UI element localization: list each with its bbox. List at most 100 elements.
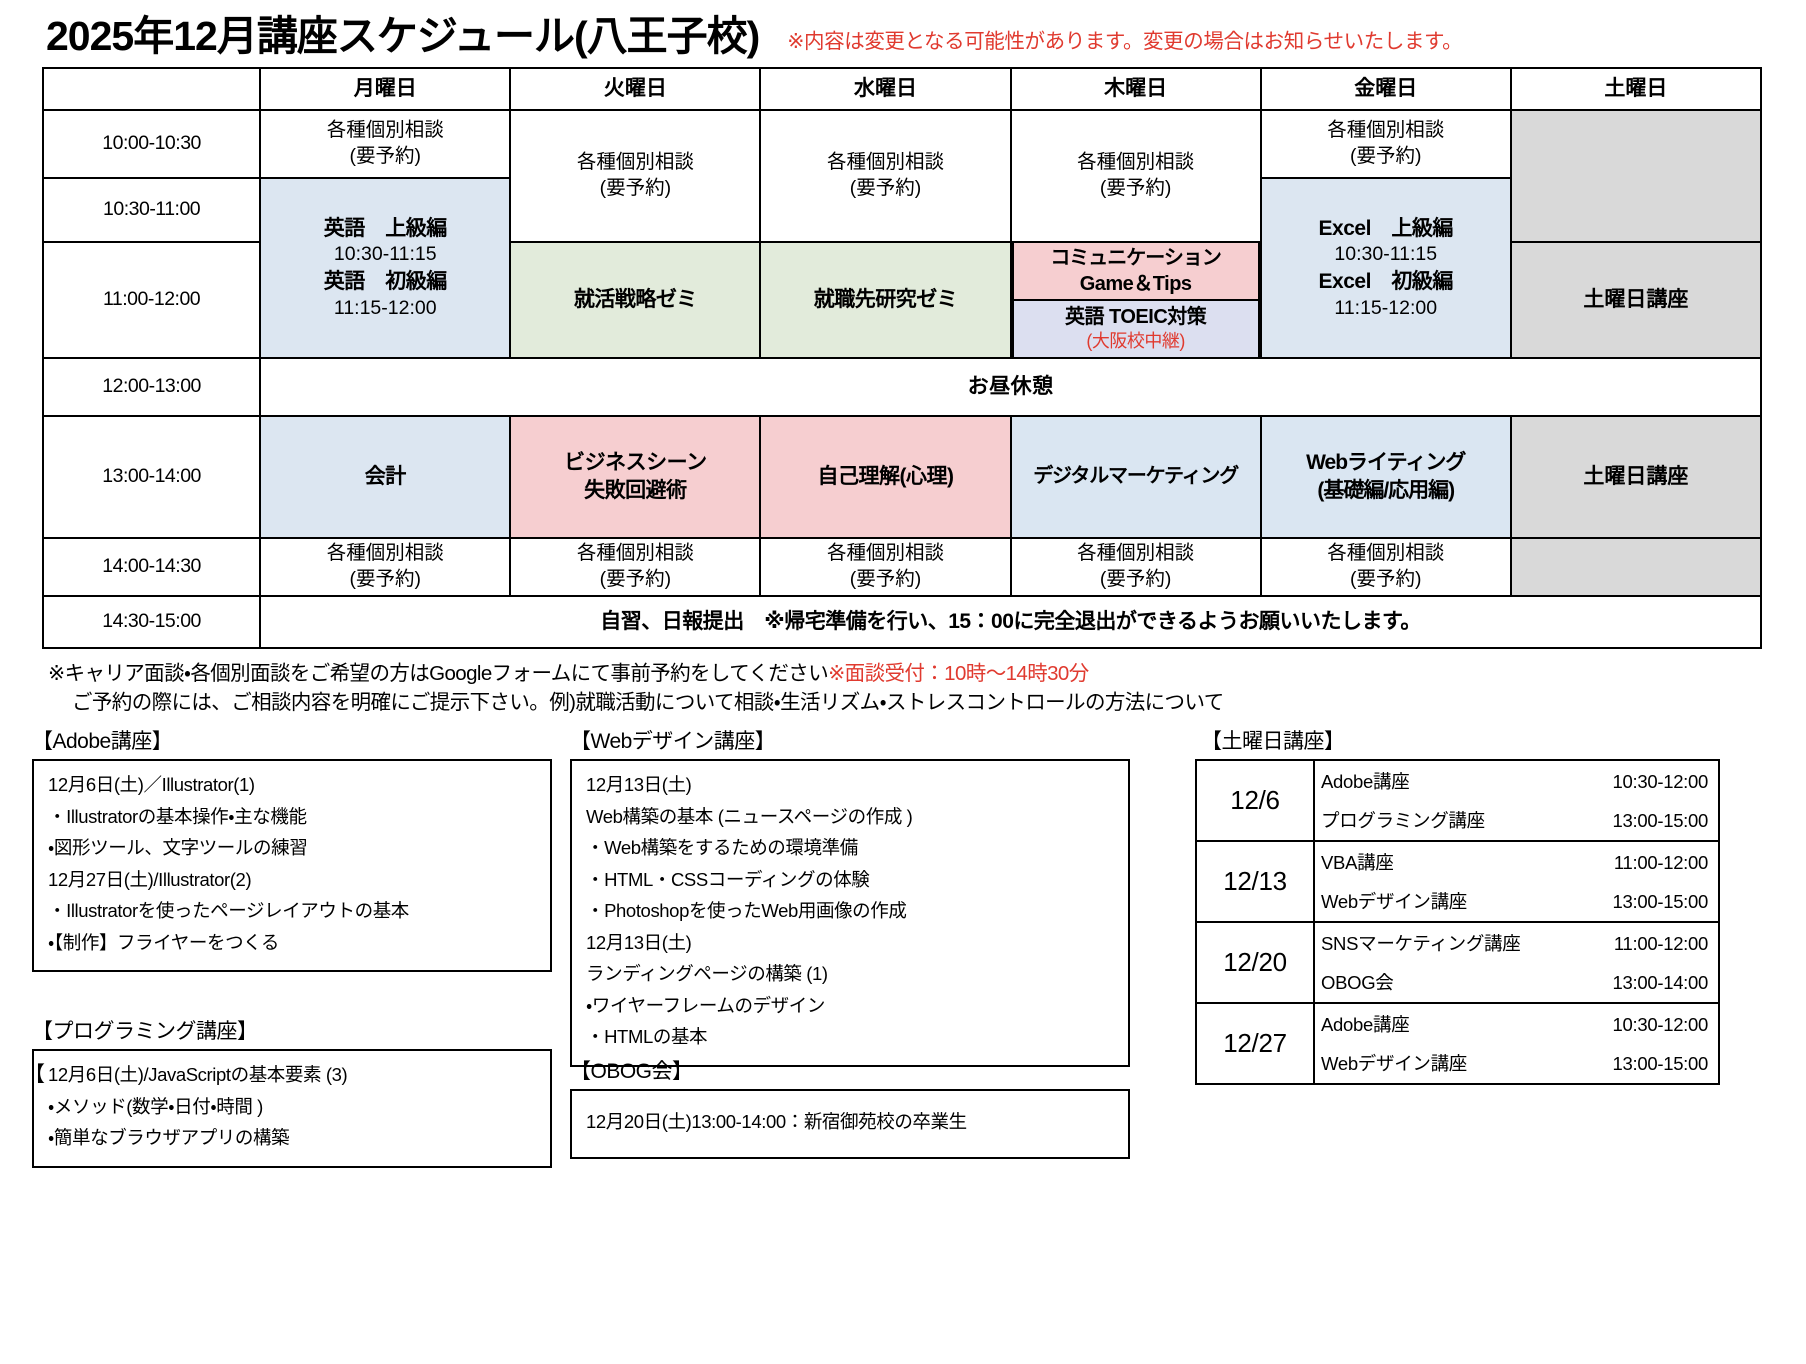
course-toeic-block: 英語 TOEIC対策 (大阪校中継) — [1011, 301, 1260, 358]
course-name: Adobe講座 — [1321, 771, 1410, 793]
course-kaikei: 会計 — [364, 465, 407, 489]
cell-tue-1400: 各種個別相談 (要予約) — [509, 537, 762, 598]
list-item: 12月6日(土)／Illustrator(1) — [48, 774, 255, 796]
page-header: 2025年12月講座スケジュール(八王子校) ※内容は変更となる可能性があります… — [0, 0, 1806, 67]
course-time: 10:30-12:00 — [1612, 771, 1709, 793]
saturday-date: 12/6 — [1195, 759, 1315, 843]
list-item: ・HTML・CSSコーディングの体験 — [586, 868, 870, 890]
course-time: 11:00-12:00 — [1613, 852, 1708, 874]
saturday-course-entry: Adobe講座 10:30-12:00 — [1321, 1011, 1712, 1037]
consult-line-1: 各種個別相談 — [326, 542, 444, 565]
saturday-courses: Adobe講座 10:30-12:00 プログラミング講座 13:00-15:0… — [1313, 759, 1720, 843]
closing-label: 自習、日報提出 ※帰宅準備を行い、15：00に完全退出ができるようお願いいたしま… — [600, 610, 1421, 634]
course-detail-panels: 【Adobe講座】 12月6日(土)／Illustrator(1) ・Illus… — [0, 725, 1806, 1245]
cell-lunch-break: お昼休憩 — [259, 357, 1762, 418]
panel-programming-label: 【プログラミング講座】 — [32, 1020, 258, 1044]
course-digital-marketing: デジタルマーケティング — [1033, 465, 1239, 488]
panel-adobe: 【Adobe講座】 12月6日(土)／Illustrator(1) ・Illus… — [32, 725, 552, 973]
footnote-line-2: ご予約の際には、ご相談内容を明確にご提示下さい。例)就職活動について相談・生活リ… — [72, 691, 1224, 715]
panel-programming-box: 12月6日(土)/JavaScriptの基本要素 (3) ・メソッド(数学・日付… — [32, 1049, 552, 1168]
panel-webdesign: 【Webデザイン講座】 12月13日(土) Web構築の基本 (ニュースページの… — [570, 725, 1130, 1067]
course-toeic-title: 英語 TOEIC対策 — [1064, 306, 1207, 329]
cell-wed-1100: 就職先研究ゼミ — [759, 241, 1012, 360]
day-header-fri: 金曜日 — [1259, 67, 1512, 112]
consult-line-1: 各種個別相談 — [576, 542, 694, 565]
time-label-1300: 13:00-14:00 — [41, 415, 262, 540]
course-communication-line2: Game＆Tips — [1079, 273, 1192, 296]
cell-sat-1400 — [1509, 537, 1763, 598]
course-time: 13:00-15:00 — [1612, 891, 1709, 913]
time-label-1000: 10:00-10:30 — [41, 109, 262, 180]
course-english-advanced-time: 10:30-11:15 — [333, 243, 437, 266]
course-time: 13:00-14:00 — [1612, 972, 1709, 994]
course-communication-block: コミュニケーション Game＆Tips — [1011, 243, 1260, 302]
cell-fri-1000: 各種個別相談 (要予約) — [1259, 109, 1512, 180]
course-time: 13:00-15:00 — [1612, 1053, 1709, 1075]
cell-mon-1300: 会計 — [259, 415, 512, 540]
list-item: ・簡単なブラウザアプリの構築 — [48, 1127, 290, 1149]
consult-line-1: 各種個別相談 — [1077, 151, 1195, 174]
consult-line-1: 各種個別相談 — [826, 151, 944, 174]
list-item: ・HTMLの基本 — [586, 1026, 708, 1048]
cell-fri-1300: Webライティング (基礎編/応用編) — [1259, 415, 1512, 540]
course-business-scene-line2: 失敗回避術 — [584, 479, 687, 503]
panel-obog-label: 【OBOG会】 — [570, 1060, 693, 1084]
saturday-course-entry: SNSマーケティング講座 11:00-12:00 — [1321, 930, 1712, 956]
course-name: Webデザイン講座 — [1321, 891, 1468, 913]
list-item: 12月6日(土)/JavaScriptの基本要素 (3) — [48, 1064, 348, 1086]
consult-line-1: 各種個別相談 — [576, 151, 694, 174]
consult-line-2: (要予約) — [1099, 568, 1172, 591]
saturday-course-entry: Webデザイン講座 13:00-15:00 — [1321, 888, 1712, 914]
schedule-row-1430: 14:30-15:00 自習、日報提出 ※帰宅準備を行い、15：00に完全退出が… — [41, 595, 1762, 650]
course-saturday-morning: 土曜日講座 — [1583, 288, 1689, 312]
panel-programming: 【プログラミング講座】 12月6日(土)/JavaScriptの基本要素 (3)… — [32, 1015, 552, 1168]
table-row: 12/27 Adobe講座 10:30-12:00 Webデザイン講座 13:0… — [1195, 1002, 1720, 1086]
course-excel-advanced-time: 10:30-11:15 — [1334, 243, 1438, 266]
table-row: 12/20 SNSマーケティング講座 11:00-12:00 OBOG会 13:… — [1195, 921, 1720, 1005]
stray-bracket-glyph: 【 — [24, 1063, 45, 1087]
consult-line-2: (要予約) — [1099, 177, 1172, 200]
panel-saturday: 【土曜日講座】 12/6 Adobe講座 10:30-12:00 プログラミング… — [1195, 725, 1755, 1086]
cell-wed-1300: 自己理解(心理) — [759, 415, 1012, 540]
panel-saturday-label: 【土曜日講座】 — [1201, 730, 1345, 754]
course-name: VBA講座 — [1321, 852, 1394, 874]
time-label-1200: 12:00-13:00 — [41, 357, 262, 418]
list-item: ・Photoshopを使ったWeb用画像の作成 — [586, 900, 907, 922]
course-shukatsu-senryaku-zemi: 就活戦略ゼミ — [573, 288, 698, 312]
cell-mon-1400: 各種個別相談 (要予約) — [259, 537, 512, 598]
consult-line-2: (要予約) — [849, 177, 922, 200]
consult-line-2: (要予約) — [349, 568, 422, 591]
cell-tue-1300: ビジネスシーン 失敗回避術 — [509, 415, 762, 540]
saturday-courses: VBA講座 11:00-12:00 Webデザイン講座 13:00-15:00 — [1313, 840, 1720, 924]
header-change-notice: ※内容は変更となる可能性があります。変更の場合はお知らせいたします。 — [787, 30, 1463, 54]
day-header-mon: 月曜日 — [259, 67, 512, 112]
cell-thu-1100-split: コミュニケーション Game＆Tips 英語 TOEIC対策 (大阪校中継) — [1011, 242, 1261, 358]
consult-line-2: (要予約) — [849, 568, 922, 591]
saturday-date: 12/13 — [1195, 840, 1315, 924]
course-excel-advanced: Excel 上級編 — [1318, 216, 1454, 240]
schedule-table-wrap: 月曜日 火曜日 水曜日 木曜日 金曜日 土曜日 10:00-10:30 各種個別… — [0, 67, 1806, 650]
consult-line-2: (要予約) — [1350, 145, 1422, 168]
day-header-thu: 木曜日 — [1009, 67, 1262, 112]
saturday-date: 12/27 — [1195, 1002, 1315, 1086]
time-label-1400: 14:00-14:30 — [41, 537, 262, 598]
schedule-row-1400: 14:00-14:30 各種個別相談 (要予約) 各種個別相談 (要予約) 各種… — [41, 537, 1763, 598]
course-english-beginner-time: 11:15-12:00 — [333, 296, 437, 319]
time-label-1430: 14:30-15:00 — [41, 595, 262, 650]
course-name: Webデザイン講座 — [1321, 1053, 1468, 1075]
cell-mon-1000: 各種個別相談 (要予約) — [259, 109, 512, 180]
schedule-row-1300: 13:00-14:00 会計 ビジネスシーン 失敗回避術 自己理解(心理) デジ… — [41, 415, 1763, 540]
saturday-courses: Adobe講座 10:30-12:00 Webデザイン講座 13:00-15:0… — [1313, 1002, 1720, 1086]
corner-cell — [41, 67, 262, 112]
saturday-course-table: 12/6 Adobe講座 10:30-12:00 プログラミング講座 13:00… — [1195, 759, 1720, 1086]
weekly-schedule-table: 月曜日 火曜日 水曜日 木曜日 金曜日 土曜日 10:00-10:30 各種個別… — [41, 67, 1763, 650]
list-item: ・メソッド(数学・日付・時間 ) — [48, 1095, 263, 1117]
list-item: ・Illustratorの基本操作・主な機能 — [48, 805, 307, 827]
saturday-course-entry: Webデザイン講座 13:00-15:00 — [1321, 1050, 1712, 1076]
course-name: Adobe講座 — [1321, 1014, 1410, 1036]
day-header-sat: 土曜日 — [1509, 67, 1763, 112]
schedule-header-row: 月曜日 火曜日 水曜日 木曜日 金曜日 土曜日 — [41, 67, 1763, 112]
course-name: プログラミング講座 — [1321, 810, 1485, 832]
course-excel-beginner: Excel 初級編 — [1318, 270, 1454, 294]
course-time: 11:00-12:00 — [1613, 933, 1708, 955]
